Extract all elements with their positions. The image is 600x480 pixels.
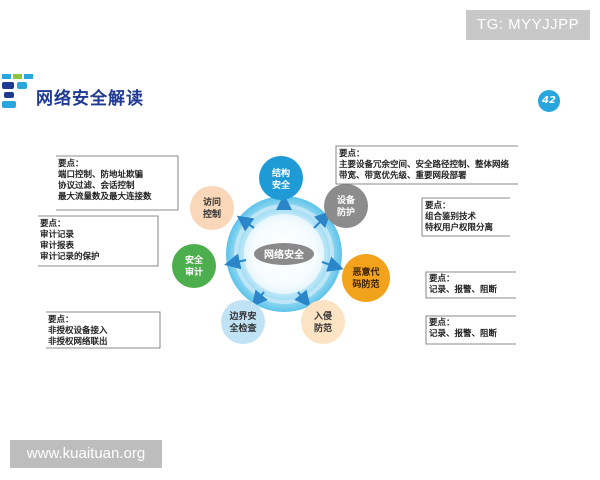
node-device-line1: 设备 xyxy=(337,194,356,206)
bracket-audit xyxy=(38,215,159,267)
bracket-structure xyxy=(335,145,518,185)
logo-icon xyxy=(2,74,33,108)
node-intrusion-line1: 入侵 xyxy=(313,310,332,322)
note-intrusion: 要点： 记录、报警、阻断 xyxy=(429,318,497,340)
note-device-line2: 特权用户权限分离 xyxy=(425,223,494,233)
note-access-line3: 最大流量数及最大连接数 xyxy=(58,192,152,202)
note-access: 要点： 端口控制、防地址欺骗 协议过滤、会话控制 最大流量数及最大连接数 xyxy=(58,159,152,203)
node-audit: 安全 审计 xyxy=(172,244,216,288)
note-intrusion-line1: 记录、报警、阻断 xyxy=(429,329,498,339)
node-structure: 结构 安全 xyxy=(259,156,303,200)
node-boundary-line2: 全检查 xyxy=(228,322,257,334)
node-boundary: 边界安 全检查 xyxy=(221,300,265,344)
node-access-line2: 控制 xyxy=(203,208,221,220)
note-device-line1: 组合鉴别技术 xyxy=(425,212,477,222)
corner-tag: TG: MYYJJPP xyxy=(466,10,590,40)
node-malware: 恶意代 码防范 xyxy=(342,254,390,302)
bracket-access xyxy=(56,155,179,211)
arrow-boundary xyxy=(251,289,268,308)
node-structure-line1: 结构 xyxy=(272,167,290,179)
note-audit: 要点： 审计记录 审计报表 审计记录的保护 xyxy=(40,219,100,263)
node-intrusion: 入侵 防范 xyxy=(301,300,345,344)
note-audit-line1: 审计记录 xyxy=(40,230,75,240)
note-brackets xyxy=(38,145,518,349)
node-access-line1: 访问 xyxy=(203,196,221,208)
note-audit-header: 要点： xyxy=(40,219,66,229)
arrow-device xyxy=(313,211,331,229)
note-malware-header: 要点： xyxy=(429,274,455,284)
note-intrusion-header: 要点： xyxy=(429,318,455,328)
node-access: 访问 控制 xyxy=(190,186,234,230)
note-access-header: 要点： xyxy=(58,159,84,169)
arrows xyxy=(224,194,344,308)
note-malware: 要点： 记录、报警、阻断 xyxy=(429,274,497,296)
bracket-malware xyxy=(425,271,516,299)
note-boundary-header: 要点： xyxy=(48,315,74,325)
node-malware-line1: 恶意代 xyxy=(352,266,379,278)
note-boundary-line1: 非授权设备接入 xyxy=(48,326,108,336)
note-device: 要点： 组合鉴别技术 特权用户权限分离 xyxy=(425,201,493,234)
arrow-intrusion xyxy=(294,289,311,308)
node-audit-line2: 审计 xyxy=(185,266,203,278)
note-audit-line3: 审计记录的保护 xyxy=(40,252,100,262)
note-device-header: 要点： xyxy=(425,201,451,211)
note-audit-line2: 审计报表 xyxy=(40,241,75,251)
watermark: www.kuaituan.org xyxy=(10,440,162,468)
bracket-device xyxy=(421,197,510,237)
center-label: 网络安全 xyxy=(264,248,305,261)
node-device: 设备 防护 xyxy=(324,184,368,228)
arrow-malware xyxy=(321,256,344,272)
node-boundary-line1: 边界安 xyxy=(228,310,256,322)
note-structure: 要点： 主要设备冗余空间、安全路径控制、整体网络 带宽、带宽优先级、重要网段部署 xyxy=(339,149,509,182)
note-structure-header: 要点： xyxy=(339,149,365,159)
note-boundary-line2: 非授权网络联出 xyxy=(48,337,108,347)
page-title: 网络安全解读 xyxy=(36,89,144,109)
arrow-access xyxy=(236,215,255,232)
note-malware-line1: 记录、报警、阻断 xyxy=(429,285,498,295)
note-access-line2: 协议过滤、会话控制 xyxy=(58,181,135,191)
node-intrusion-line2: 防范 xyxy=(314,322,332,334)
center-hub xyxy=(254,243,314,265)
node-malware-line2: 码防范 xyxy=(352,278,379,290)
node-audit-line1: 安全 xyxy=(185,254,204,266)
node-device-line2: 防护 xyxy=(337,206,355,218)
bracket-boundary xyxy=(46,311,161,349)
arrow-audit xyxy=(224,253,247,270)
note-structure-line2: 带宽、带宽优先级、重要网段部署 xyxy=(339,171,467,181)
note-structure-line1: 主要设备冗余空间、安全路径控制、整体网络 xyxy=(339,160,510,170)
bracket-intrusion xyxy=(425,315,516,345)
note-boundary: 要点： 非授权设备接入 非授权网络联出 xyxy=(48,315,108,348)
node-structure-line2: 安全 xyxy=(272,179,291,191)
page-number: 42 xyxy=(538,90,560,112)
note-access-line1: 端口控制、防地址欺骗 xyxy=(58,170,144,180)
